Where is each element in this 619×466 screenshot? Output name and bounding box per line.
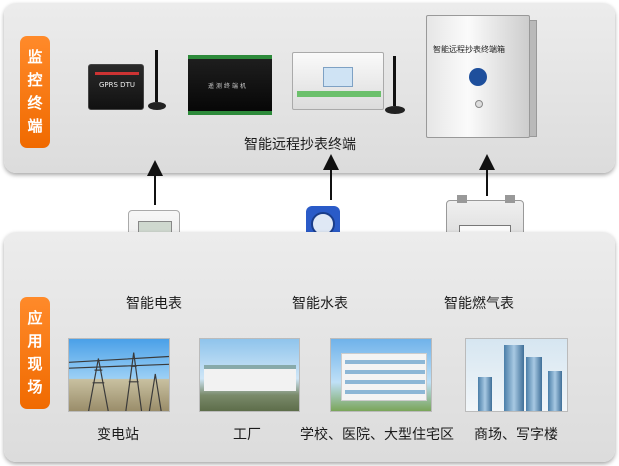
application-site-label: 应 用 现 场: [20, 297, 50, 409]
meter-reading-cabinet: 智能远程抄表终端箱: [426, 15, 537, 138]
label-char: 应: [27, 309, 43, 327]
rtu-label: 遥测终端机: [208, 83, 249, 90]
terminal-caption: 智能远程抄表终端: [244, 137, 356, 153]
telemetry-terminal-device: 遥测终端机: [188, 55, 272, 115]
monitoring-terminal-label: 监 控 终 端: [20, 36, 50, 148]
antenna-icon: [385, 56, 405, 114]
label-char: 监: [27, 48, 43, 66]
label-char: 控: [27, 71, 43, 89]
antenna-icon: [148, 50, 166, 110]
substation-photo-icon: [68, 338, 170, 412]
school-photo-icon: [330, 338, 432, 412]
data-concentrator-device: [292, 52, 384, 110]
water-meter-caption: 智能水表: [292, 296, 348, 312]
label-char: 场: [27, 378, 43, 396]
office-tower-photo-icon: [465, 338, 568, 412]
label-char: 端: [27, 117, 43, 135]
dtu-label: GPRS DTU: [99, 81, 135, 89]
substation-caption: 变电站: [97, 427, 139, 443]
mall-office-caption: 商场、写字楼: [474, 427, 558, 443]
factory-photo-icon: [199, 338, 300, 412]
gprs-dtu-device: GPRS DTU: [88, 64, 144, 110]
label-char: 用: [27, 332, 43, 350]
cabinet-title: 智能远程抄表终端箱: [433, 45, 505, 54]
lock-icon: [475, 100, 483, 108]
label-char: 终: [27, 94, 43, 112]
school-hospital-caption: 学校、医院、大型住宅区: [300, 427, 454, 443]
logo-icon: [469, 68, 487, 86]
electricity-meter-caption: 智能电表: [126, 296, 182, 312]
factory-caption: 工厂: [233, 427, 261, 443]
label-char: 现: [27, 355, 43, 373]
gas-meter-caption: 智能燃气表: [444, 296, 514, 312]
